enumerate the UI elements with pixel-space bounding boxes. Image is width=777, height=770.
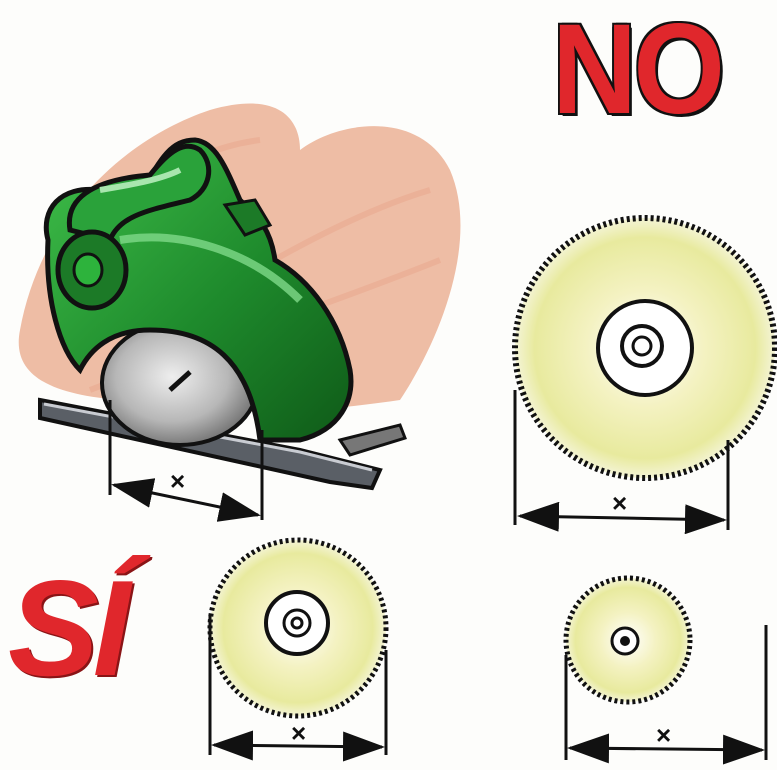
dimension-mark-medium: × [291,718,306,748]
dimension-mark-small: × [656,720,671,750]
saw-blade-large-icon: × [515,218,775,530]
saw-blade-medium-icon: × [210,540,386,755]
dimension-mark-large: × [612,488,627,518]
saw-blade-small-icon: × [566,578,766,760]
si-label: SÍ [8,560,125,696]
no-label: NO [552,6,721,134]
dimension-mark-saw: × [170,466,185,496]
